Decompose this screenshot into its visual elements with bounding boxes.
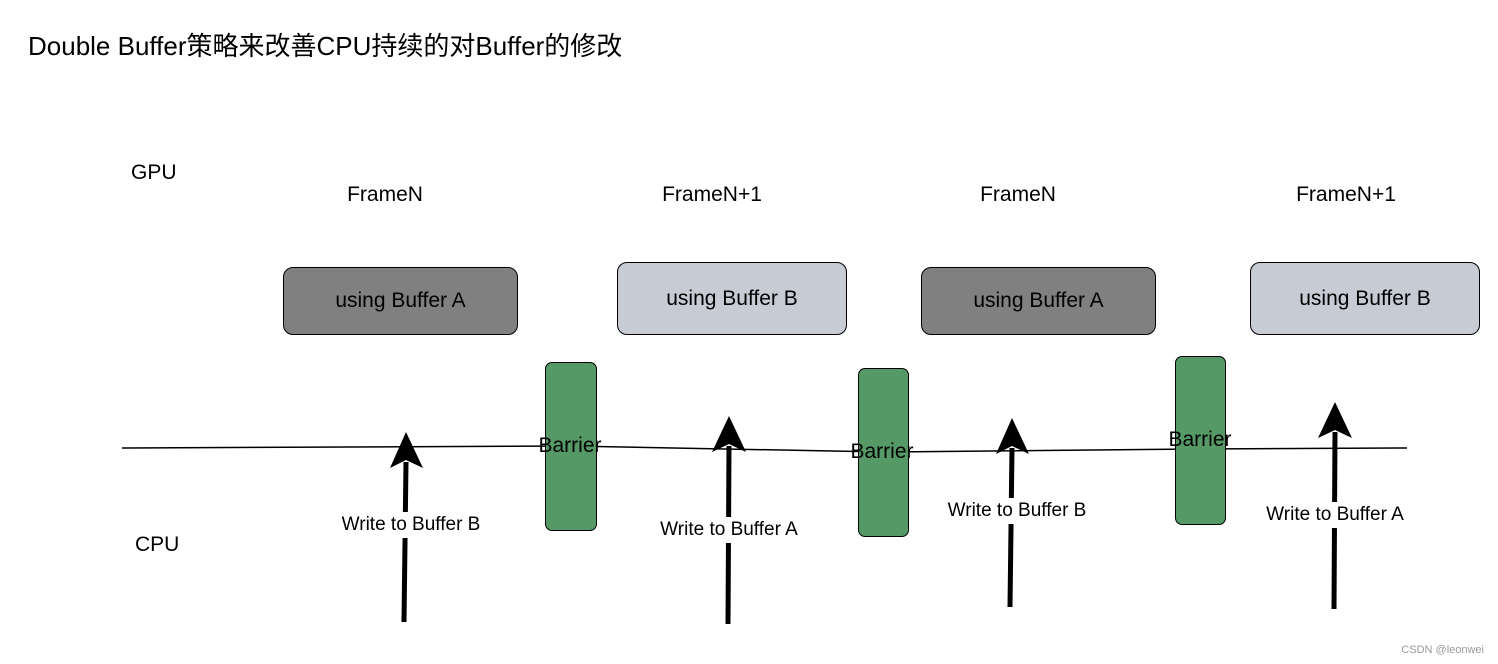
gpu-buffer-box-2: using Buffer B bbox=[617, 262, 847, 335]
cpu-write-label-1: Write to Buffer B bbox=[337, 512, 485, 538]
gpu-buffer-box-3: using Buffer A bbox=[921, 267, 1156, 335]
barrier-label-1: Barrier bbox=[538, 434, 602, 457]
gpu-lane-label: GPU bbox=[131, 161, 177, 184]
gpu-buffer-box-4: using Buffer B bbox=[1250, 262, 1480, 335]
gpu-buffer-label-4: using Buffer B bbox=[1299, 286, 1431, 310]
write-arrow-3 bbox=[996, 418, 1029, 608]
barrier-2 bbox=[858, 368, 909, 537]
cpu-write-label-2: Write to Buffer A bbox=[656, 517, 802, 543]
write-arrow-1 bbox=[390, 432, 423, 623]
gpu-buffer-label-1: using Buffer A bbox=[335, 289, 466, 312]
watermark: CSDN @leonwei bbox=[1401, 644, 1484, 656]
barrier-label-2: Barrier bbox=[850, 440, 914, 463]
frame-label-3: FrameN bbox=[980, 183, 1056, 206]
cpu-lane-label: CPU bbox=[135, 533, 180, 556]
cpu-write-label-4: Write to Buffer A bbox=[1262, 502, 1408, 528]
barrier-1 bbox=[545, 362, 597, 531]
frame-label-4: FrameN+1 bbox=[1296, 183, 1396, 206]
gpu-buffer-label-2: using Buffer B bbox=[666, 286, 798, 310]
gpu-buffer-label-3: using Buffer A bbox=[973, 289, 1104, 312]
page-title: Double Buffer策略来改善CPU持续的对Buffer的修改 bbox=[28, 31, 623, 61]
frame-label-2: FrameN+1 bbox=[662, 183, 762, 206]
frame-label-1: FrameN bbox=[347, 183, 423, 206]
cpu-write-label-3: Write to Buffer B bbox=[943, 498, 1091, 524]
barrier-3 bbox=[1175, 356, 1226, 525]
gpu-buffer-box-1: using Buffer A bbox=[283, 267, 518, 335]
barrier-label-3: Barrier bbox=[1168, 428, 1232, 451]
